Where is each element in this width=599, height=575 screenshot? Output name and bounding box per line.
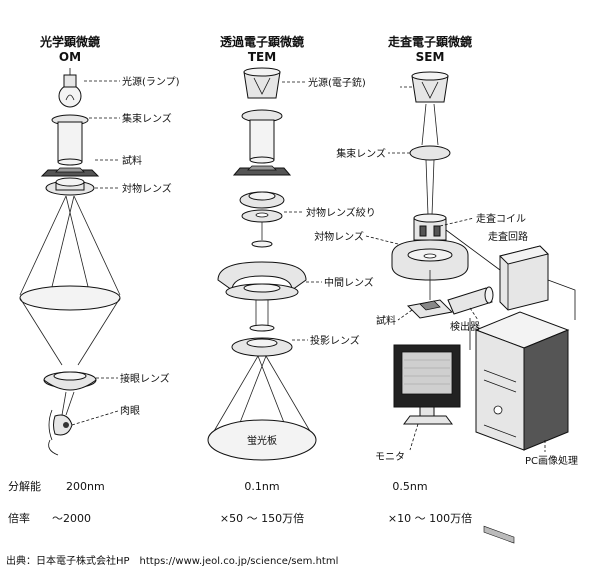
tem-intermediate-lens	[217, 261, 307, 301]
tem-abbr: TEM	[248, 50, 276, 64]
tem-beam-node-2	[249, 324, 275, 332]
sem-label-scan-circuit: 走査回路	[488, 230, 528, 243]
om-label-objective: 対物レンズ	[122, 182, 172, 195]
sem-detector	[447, 286, 494, 315]
sem-label-condenser: 集束レンズ	[336, 147, 386, 160]
magnification-row: 倍率 ～2000 ×50 ～ 150万倍 ×10 ～ 100万倍	[8, 511, 472, 525]
tem-objective-aperture	[241, 209, 283, 223]
sem-condenser-lens	[409, 145, 451, 161]
sem-label-objective: 対物レンズ	[314, 230, 364, 243]
tem-labels: 光源(電子銃) 対物レンズ絞り 中間レンズ 投影レンズ	[282, 76, 376, 347]
tem-label-projector: 投影レンズ	[310, 334, 360, 347]
sem-label-pc: PC画像処理	[525, 454, 578, 467]
tem-specimen-holder	[232, 165, 292, 176]
magnification-tem: ×50 ～ 150万倍	[220, 511, 304, 525]
sem-pc-tower	[474, 311, 570, 544]
om-title: 光学顕微鏡	[39, 34, 100, 49]
om-eye	[48, 391, 75, 456]
sem-monitor	[393, 344, 461, 425]
tem-column: 蛍光板	[207, 67, 317, 461]
sem-title: 走査電子顕微鏡	[388, 34, 472, 49]
sem-labels: 集束レンズ 対物レンズ 走査コイル 走査回路 試料 検出器 モニタ PC画像処理	[314, 86, 578, 467]
tem-beam-node	[251, 240, 273, 248]
sem-label-scan-coil: 走査コイル	[476, 212, 526, 225]
sem-column	[391, 71, 576, 544]
resolution-row: 分解能 200nm 0.1nm 0.5nm	[8, 479, 428, 493]
om-label-specimen: 試料	[122, 154, 142, 167]
tem-objective-lens	[239, 191, 285, 209]
om-specimen-stage	[40, 167, 100, 177]
resolution-sem: 0.5nm	[392, 480, 427, 493]
tem-label-intermediate: 中間レンズ	[324, 276, 374, 289]
sem-label-detector: 検出器	[450, 320, 480, 333]
resolution-label: 分解能	[8, 479, 41, 493]
tem-beam-tube	[249, 119, 275, 164]
om-column	[19, 68, 121, 456]
resolution-om: 200nm	[66, 480, 105, 493]
sem-abbr: SEM	[416, 50, 445, 64]
tem-label-aperture: 対物レンズ絞り	[306, 206, 376, 219]
tem-label-light-source: 光源(電子銃)	[308, 76, 366, 89]
tem-title: 透過電子顕微鏡	[220, 34, 304, 49]
sem-electron-gun	[411, 71, 449, 103]
om-labels: 光源(ランプ) 集束レンズ 試料 対物レンズ 接眼レンズ 肉眼	[71, 75, 180, 426]
om-lamp	[58, 68, 82, 108]
om-label-eyepiece: 接眼レンズ	[120, 372, 170, 385]
om-label-condenser: 集束レンズ	[122, 112, 172, 125]
sem-objective-lens	[391, 213, 469, 281]
resolution-tem: 0.1nm	[244, 480, 279, 493]
tem-electron-gun	[243, 67, 281, 99]
om-label-eye: 肉眼	[120, 404, 140, 417]
sem-scan-circuit-box	[499, 245, 549, 311]
om-abbr: OM	[59, 50, 81, 64]
tem-fluorescent-screen	[207, 419, 317, 461]
source-citation: 出典：日本電子株式会社HP https://www.jeol.co.jp/sci…	[6, 554, 338, 567]
sem-specimen	[406, 299, 454, 319]
magnification-sem: ×10 ～ 100万倍	[388, 511, 472, 525]
om-light-tube	[57, 121, 83, 166]
om-light-cone	[19, 195, 121, 366]
tem-projector-lens	[231, 337, 293, 357]
om-objective-lens	[45, 177, 95, 196]
magnification-label: 倍率	[8, 511, 30, 525]
om-eyepiece-lens	[43, 371, 97, 391]
sem-label-specimen: 試料	[376, 314, 396, 327]
om-label-light-source: 光源(ランプ)	[122, 75, 180, 88]
sem-label-monitor: モニタ	[375, 451, 405, 463]
tem-label-screen: 蛍光板	[247, 434, 277, 447]
magnification-om: ～2000	[52, 512, 91, 525]
